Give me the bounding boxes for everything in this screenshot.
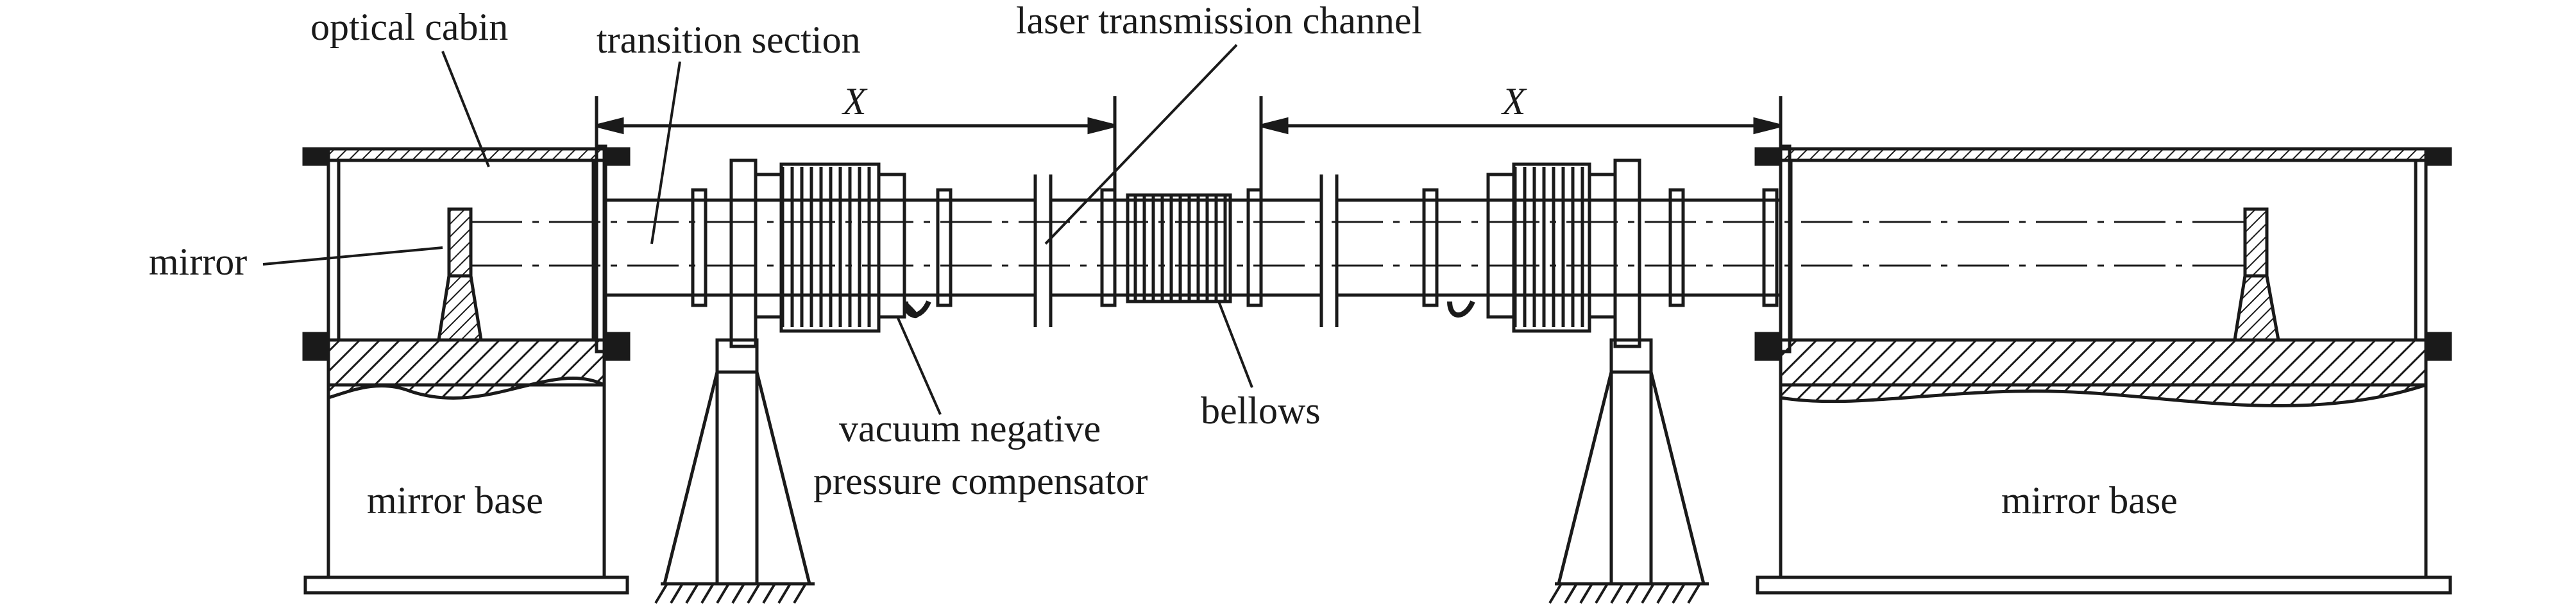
right-compensator xyxy=(1447,158,1641,348)
label-dimension-right: X xyxy=(1501,80,1527,123)
optical-axis-lines xyxy=(471,221,2245,267)
left-compensator xyxy=(729,158,931,348)
label-mirror: mirror xyxy=(149,241,247,283)
left-mirror-base xyxy=(303,338,629,595)
right-mirror xyxy=(2233,207,2280,342)
label-laser-transmission-channel: laser transmission channel xyxy=(1016,0,1422,42)
label-transition-section: transition section xyxy=(597,19,861,61)
label-mirror-base-right: mirror base xyxy=(2001,479,2178,522)
middle-bellows xyxy=(1126,193,1232,303)
leader-lines xyxy=(262,44,1253,415)
left-support-stand xyxy=(654,338,815,604)
dimension-left xyxy=(595,96,1117,190)
label-mirror-base-left: mirror base xyxy=(367,479,543,522)
left-mirror xyxy=(437,207,483,342)
label-bellows: bellows xyxy=(1201,389,1321,432)
label-optical-cabin: optical cabin xyxy=(310,6,508,48)
dimension-right xyxy=(1259,96,1783,190)
right-support-stand xyxy=(1548,338,1709,604)
right-mirror-base xyxy=(1756,338,2452,595)
right-optical-cabin xyxy=(1754,147,2452,361)
label-dimension-left: X xyxy=(842,80,868,123)
label-vacuum-negative-line2: pressure compensator xyxy=(813,460,1148,502)
label-vacuum-negative-line1: vacuum negative xyxy=(839,407,1101,450)
transmission-pipe xyxy=(595,144,1792,353)
